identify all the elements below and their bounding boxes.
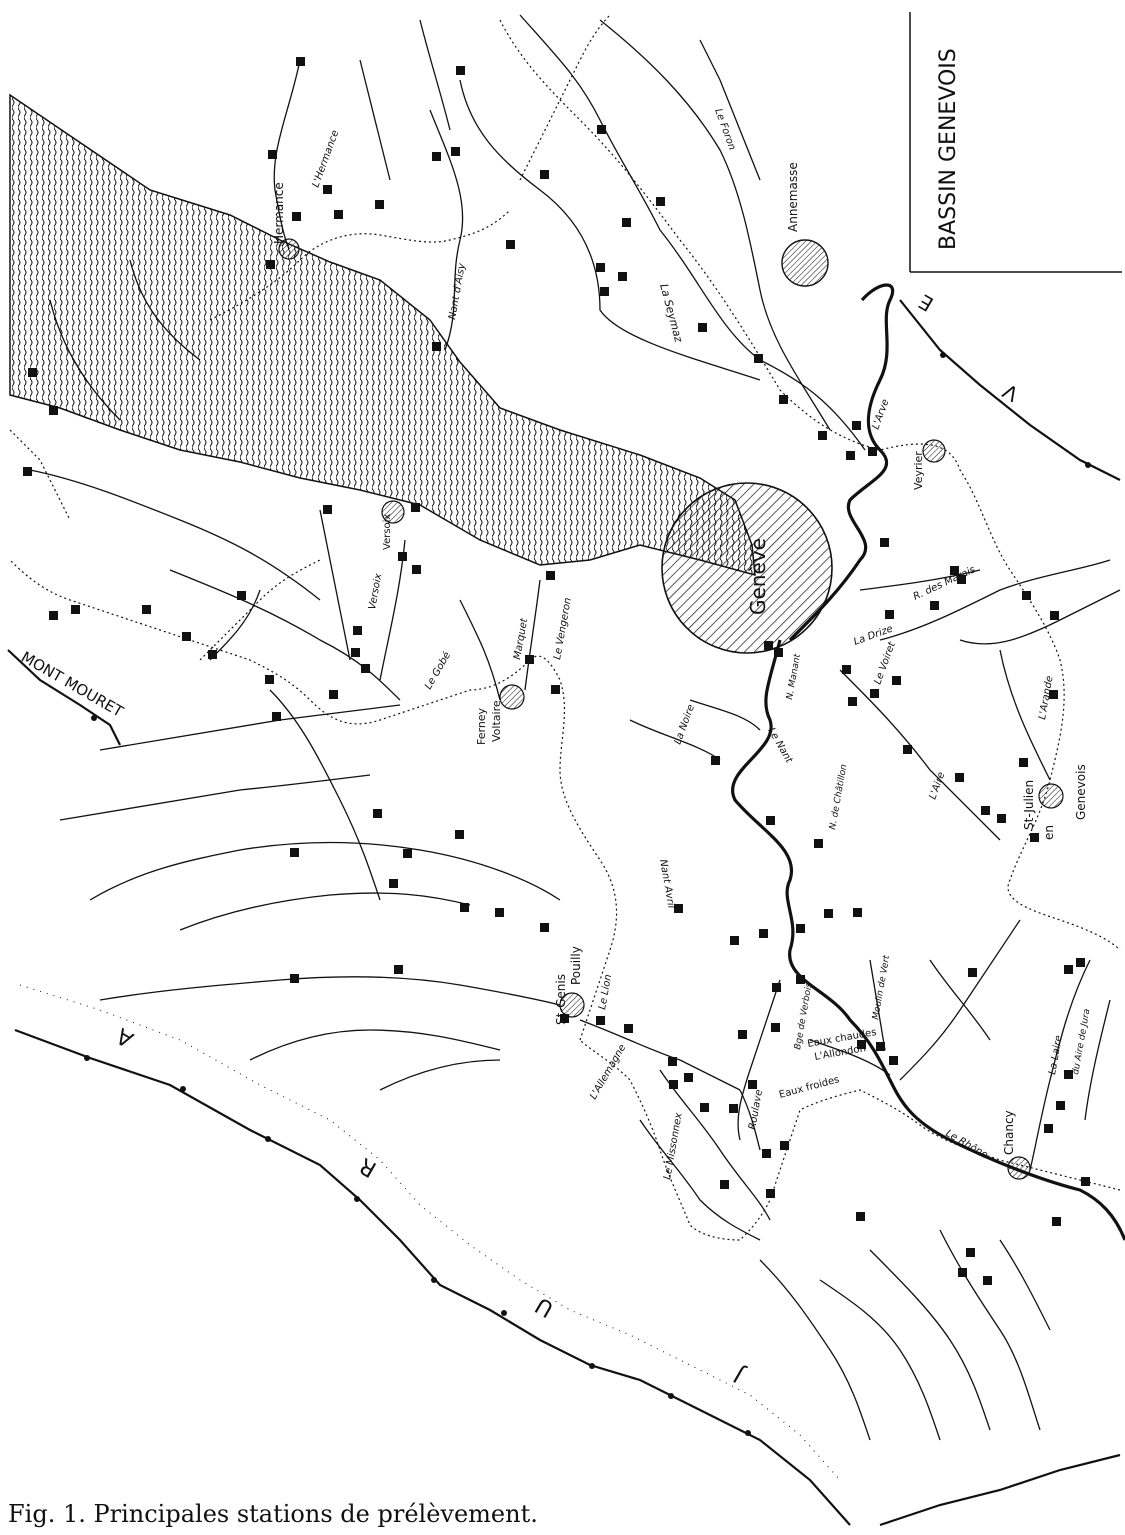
versoix-circle [381, 500, 405, 524]
river-la-noire: La Noire [672, 703, 697, 746]
place-st-genis: St-Genis [554, 974, 568, 1025]
river-nant-avril: Nant Avril [657, 859, 676, 910]
place-geneve: Genève [746, 538, 770, 615]
river-roulave: Roulave [747, 1089, 765, 1131]
place-versoix: Versoix [382, 514, 393, 550]
river-versoix: Versoix [367, 573, 384, 611]
place-labels: Hermance Annemasse Veyrier Genève Ferney… [272, 162, 1088, 1155]
legend-title: BASSIN GENEVOIS [936, 48, 961, 250]
river-rhone: Le Rhône [944, 1127, 991, 1161]
jura-letter-j: J [730, 1362, 750, 1388]
arve-river [788, 283, 895, 642]
place-st-julien: St-Julien [1022, 780, 1036, 830]
river-laire: La Laire [1047, 1035, 1065, 1076]
place-voltaire: Voltaire [490, 700, 503, 742]
tributaries [29, 14, 1121, 1441]
place-veyrier: Veyrier [912, 451, 925, 490]
place-en: en [1042, 825, 1056, 840]
mont-mouret-crest [7, 649, 121, 746]
st-julien-circle [1038, 783, 1064, 809]
place-hermance: Hermance [272, 182, 286, 244]
river-r-des-marais: R. des Marais [912, 564, 978, 602]
place-chancy: Chancy [1002, 1110, 1016, 1155]
lake-leman [9, 93, 756, 577]
river-gobe: Le Gobé [422, 650, 453, 692]
figure-caption: Fig. 1. Principales stations de prélèvem… [8, 1500, 538, 1528]
river-chatillon: N. de Châtillon [828, 763, 849, 830]
river-annexe-laire: du Aire de Jura [1071, 1008, 1092, 1075]
place-annemasse: Annemasse [786, 162, 800, 232]
river-le-nant: Le Nant [765, 726, 794, 766]
mountain-ranges [7, 299, 1121, 1527]
jura-letter-a: A [112, 1022, 138, 1051]
river-le-lion: Le Lion [597, 973, 614, 1010]
jura-crest [14, 1028, 851, 1526]
rhone-river [731, 639, 1125, 1241]
river-marquet: Marquet [512, 617, 530, 661]
veyrier-circle [922, 439, 946, 463]
geneve-urban-area [661, 482, 833, 654]
place-ferney: Ferney [475, 707, 488, 745]
legend-box: BASSIN GENEVOIS [909, 12, 1122, 273]
saleve-crest [879, 1453, 1121, 1527]
river-vengeron: Le Vengeron [552, 597, 574, 661]
voirons-letter-v: V [998, 379, 1022, 407]
river-eaux-froides: Eaux froides [778, 1074, 841, 1101]
annemasse-circle [781, 239, 829, 287]
river-seymaz: La Seymaz [657, 282, 685, 343]
river-missonnex: Le Missonnex [662, 1112, 685, 1181]
river-arve: L'Arve [870, 398, 891, 431]
ferney-circle [499, 684, 525, 710]
voirons-letter-e: E [915, 289, 938, 316]
borders [9, 14, 1121, 1241]
jura-letter-u: U [532, 1292, 558, 1322]
river-aire: L'Aire [927, 771, 947, 801]
place-genevois: Genevois [1074, 764, 1088, 820]
river-nant-monet: N. Manant [785, 653, 803, 701]
river-hermance: L'Hermance [310, 129, 341, 189]
place-pouilly: Pouilly [569, 946, 583, 985]
mont-mouret-label: MONT MOURET [18, 648, 127, 721]
sampling-stations [23, 57, 1090, 1285]
river-nant-daisy: Nant d'Aisy [447, 262, 468, 321]
jura-letter-r: R [355, 1152, 381, 1181]
